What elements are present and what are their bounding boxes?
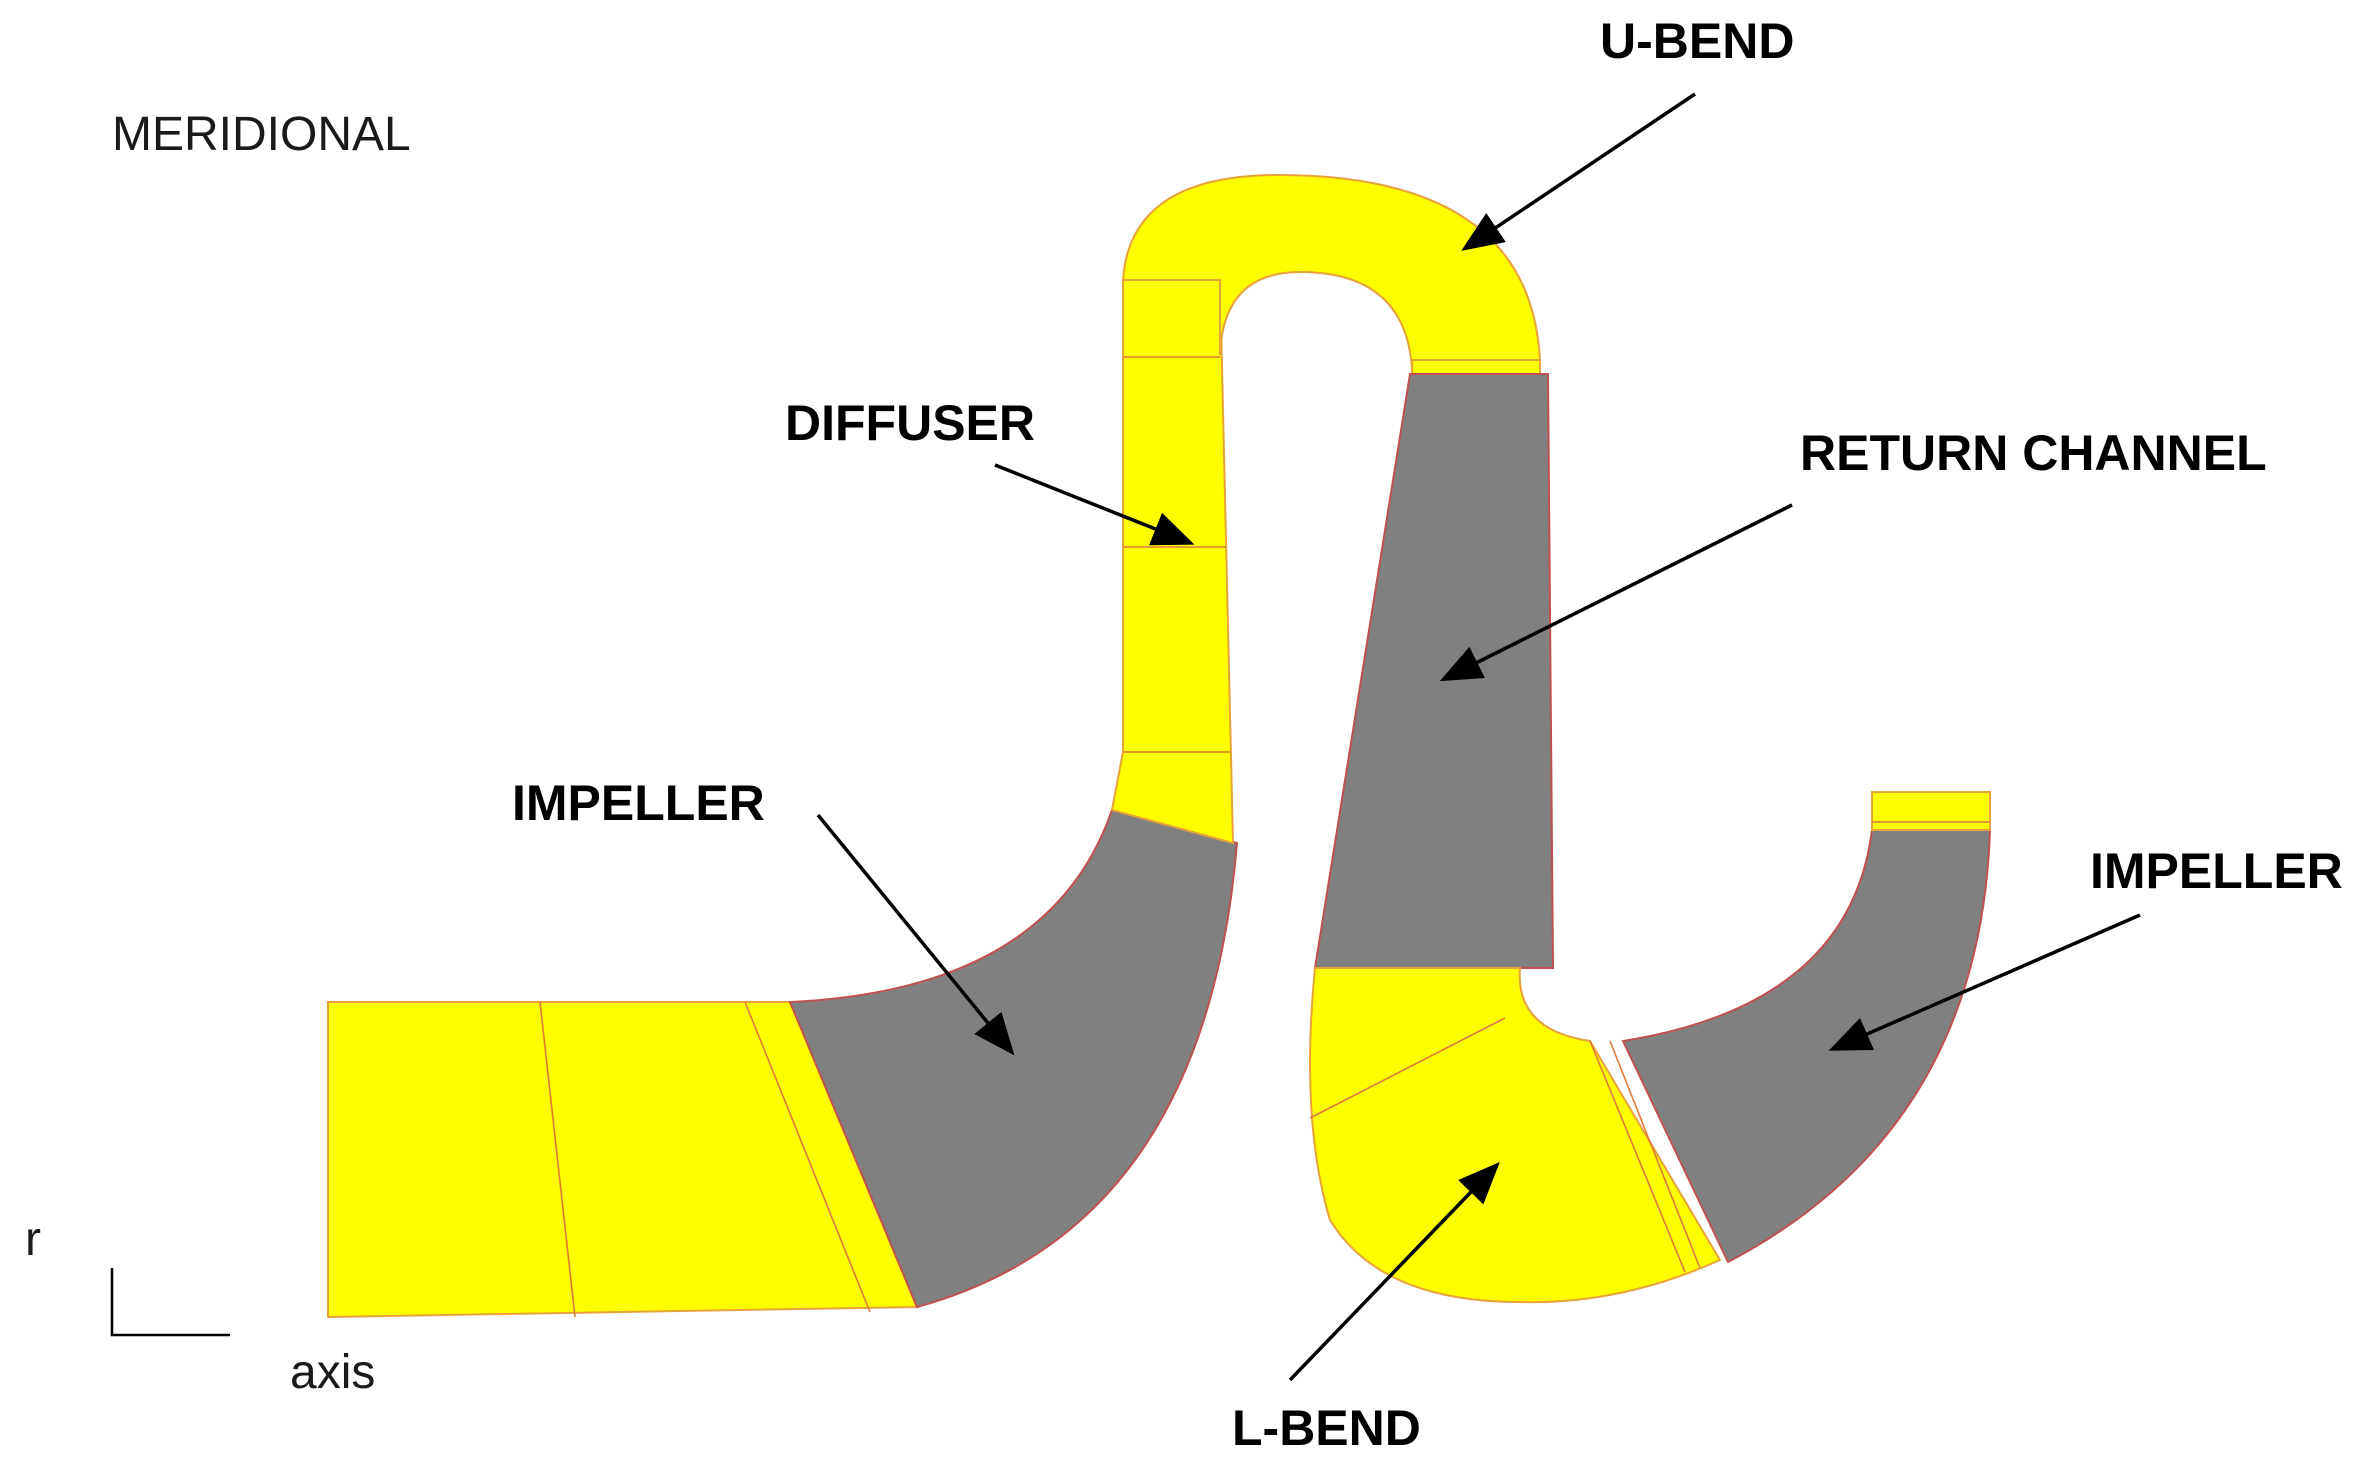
inlet-divider-2 bbox=[744, 1001, 871, 1313]
l-bend-divider-3 bbox=[1609, 1040, 1701, 1269]
second-impeller-exit-stub bbox=[1871, 791, 1991, 831]
radial-axis-label: r bbox=[25, 1213, 41, 1266]
impeller-second-arrow bbox=[1828, 913, 2141, 1051]
diffuser-label: DIFFUSER bbox=[785, 395, 1035, 451]
l-bend-arrow bbox=[1288, 1161, 1500, 1382]
l-bend-divider-1 bbox=[1309, 1017, 1506, 1119]
l-bend-label: L-BEND bbox=[1232, 1400, 1421, 1456]
impeller-second-label: IMPELLER bbox=[2090, 843, 2343, 899]
u-bend-zone bbox=[1121, 173, 1542, 370]
second-impeller-zone bbox=[1621, 829, 1992, 1264]
u-bend-arrow bbox=[1461, 92, 1696, 251]
impeller-first-label: IMPELLER bbox=[512, 775, 765, 831]
l-bend-divider-2 bbox=[1589, 1040, 1686, 1273]
return-channel-zone bbox=[1313, 373, 1555, 969]
inlet-divider-1 bbox=[539, 1001, 576, 1318]
diffuser-arrow bbox=[994, 463, 1195, 546]
u-bend-label: U-BEND bbox=[1600, 13, 1794, 69]
u-bend-exit-band bbox=[1411, 359, 1541, 375]
first-impeller-zone bbox=[788, 808, 1239, 1309]
impeller-first-arrow bbox=[816, 813, 1015, 1056]
axis-indicator bbox=[110, 1268, 230, 1337]
axial-axis-label: axis bbox=[290, 1346, 375, 1399]
l-bend-zone bbox=[1309, 967, 1722, 1304]
return-channel-label: RETURN CHANNEL bbox=[1800, 425, 2267, 481]
return-channel-arrow bbox=[1439, 503, 1793, 682]
view-title: MERIDIONAL bbox=[112, 108, 411, 161]
diffuser-zone bbox=[1110, 279, 1235, 845]
